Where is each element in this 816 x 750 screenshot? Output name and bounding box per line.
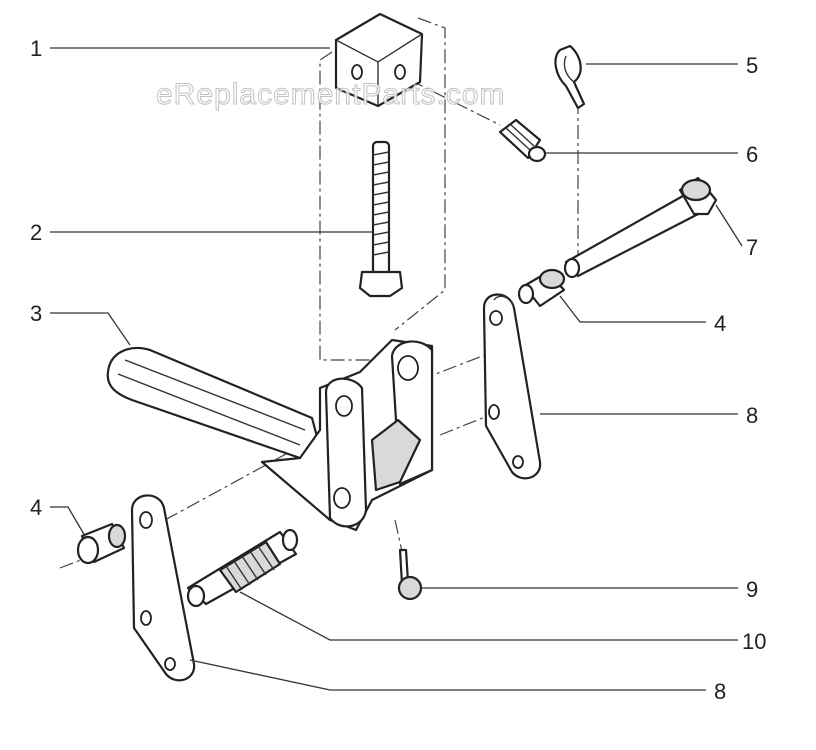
part-8-plate-right — [482, 293, 542, 480]
part-5-cotter-pin — [554, 44, 586, 110]
leader-4-left — [50, 506, 86, 537]
leader-3 — [50, 312, 131, 346]
callout-10: 10 — [742, 629, 766, 654]
callout-6: 6 — [746, 142, 758, 167]
leader-4-right — [559, 295, 706, 323]
callout-2: 2 — [30, 220, 42, 245]
callout-4-left: 4 — [30, 495, 42, 520]
callout-8-bottom: 8 — [714, 679, 726, 704]
leader-10 — [239, 591, 738, 641]
callout-1: 1 — [30, 36, 42, 61]
callout-4-right: 4 — [714, 311, 726, 336]
part-10-stud — [186, 528, 299, 608]
part-9-stud — [397, 548, 423, 601]
part-4-bushing-left — [76, 522, 127, 565]
callout-3: 3 — [30, 301, 42, 326]
watermark-text: eReplacementParts.com — [156, 78, 505, 111]
leader-lines — [50, 47, 743, 691]
callout-5: 5 — [746, 53, 758, 78]
part-2-bolt — [358, 140, 404, 298]
part-1-block — [334, 12, 424, 108]
callout-labels: 1 2 3 4 5 6 7 4 8 9 10 8 — [30, 36, 766, 704]
callout-8-right: 8 — [746, 403, 758, 428]
part-6-fitting — [498, 118, 547, 163]
part-3-pedal — [106, 338, 434, 532]
part-8-plate-bottom — [130, 494, 196, 682]
callout-7: 7 — [746, 235, 758, 260]
part-4-bushing-right — [517, 268, 566, 308]
leader-7 — [715, 204, 743, 247]
leader-8-bottom — [189, 659, 706, 691]
callout-9: 9 — [746, 577, 758, 602]
part-7-clevis-pin — [563, 176, 718, 279]
